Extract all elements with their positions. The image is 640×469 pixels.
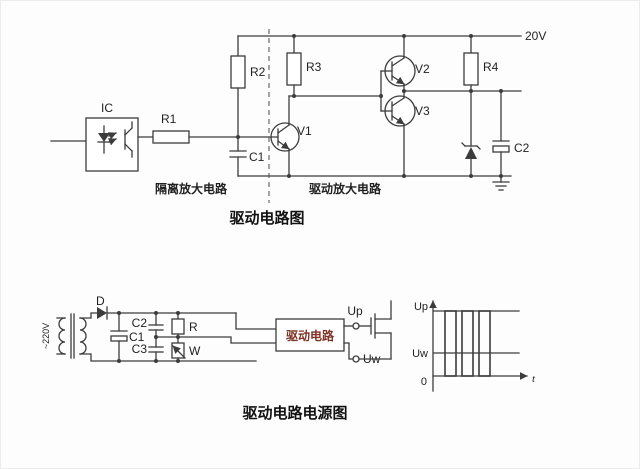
base-bus: [288, 70, 383, 112]
resistor-r3: R3: [286, 35, 322, 98]
up-label: Up: [347, 304, 363, 318]
power-supply-diagram: ~220V D C1 C2: [41, 294, 536, 422]
ground-rail: [237, 174, 512, 191]
output-node-wire: [402, 89, 522, 93]
potentiometer-w: W: [171, 336, 201, 363]
r4-label: R4: [483, 60, 499, 74]
divider-mid-node: [154, 335, 180, 339]
top-diagram-title: 驱动电路图: [229, 209, 304, 227]
w-label: W: [189, 344, 201, 358]
ic-label: IC: [101, 101, 113, 115]
capacitor-c1-top: C1: [229, 136, 265, 177]
resistor-r2: R2: [230, 35, 266, 139]
diode-d: D: [96, 294, 237, 320]
pulse-1: [444, 310, 457, 377]
r1-label: R1: [161, 112, 177, 126]
resistor-r4: R4: [463, 35, 499, 92]
r3-label: R3: [306, 60, 322, 74]
c3-label: C3: [132, 342, 148, 356]
d-label: D: [96, 294, 105, 308]
c1-bottom-label: C1: [129, 330, 145, 344]
phototransistor-icon: [124, 121, 133, 158]
drive-circuit-box: 驱动电路: [275, 318, 345, 352]
optocoupler-ic: IC: [50, 101, 139, 172]
box-input-wires: [177, 312, 277, 344]
drive-circuit-diagram: 20V IC: [50, 29, 546, 227]
transistor-v2: V2: [380, 35, 430, 92]
c2-top-label: C2: [514, 141, 530, 155]
up-terminal: Up: [343, 304, 372, 330]
r2-label: R2: [250, 65, 266, 79]
v1-label: V1: [297, 124, 312, 138]
supply-voltage-label: 20V: [525, 29, 546, 43]
pulse-2: [461, 310, 474, 377]
transistor-v1: V1: [237, 95, 312, 177]
mosfet-icon: [370, 300, 392, 360]
c2-bottom-label: C2: [132, 316, 148, 330]
transistor-v3: V3: [380, 90, 430, 177]
capacitor-c2-bottom: C2: [132, 311, 164, 338]
section-label-drive-amp: 驱动放大电路: [309, 181, 382, 196]
capacitor-c1-bottom: C1: [110, 311, 145, 363]
pulse-3: [478, 310, 491, 377]
bottom-diagram-title: 驱动电路电源图: [242, 404, 347, 422]
capacitor-c2-top: C2: [492, 90, 530, 177]
wave-zero-label: 0: [421, 376, 427, 388]
c1-top-label: C1: [249, 150, 265, 164]
r-label: R: [189, 320, 198, 334]
wave-t-label: t: [532, 373, 536, 385]
zener-diode-icon: [461, 90, 481, 177]
resistor-r1: R1: [137, 112, 239, 144]
v3-label: V3: [415, 104, 430, 118]
v2-label: V2: [415, 62, 430, 76]
uw-terminal: Uw: [343, 342, 392, 366]
ac-input-label: ~220V: [41, 323, 51, 349]
power-rail: 20V: [237, 29, 546, 43]
transformer-icon: ~220V: [41, 312, 257, 362]
section-label-isolation: 隔离放大电路: [155, 181, 228, 196]
ground-symbol-icon: [492, 175, 510, 191]
led-icon: [97, 125, 117, 154]
wave-up-label: Up: [414, 301, 428, 313]
capacitor-c3-bottom: C3: [132, 336, 164, 363]
resistor-r-bottom: R: [171, 311, 198, 338]
wave-uw-label: Uw: [412, 348, 428, 360]
waveform-plot: Up Uw 0 t: [412, 300, 536, 392]
drive-box-label: 驱动电路: [286, 328, 335, 343]
